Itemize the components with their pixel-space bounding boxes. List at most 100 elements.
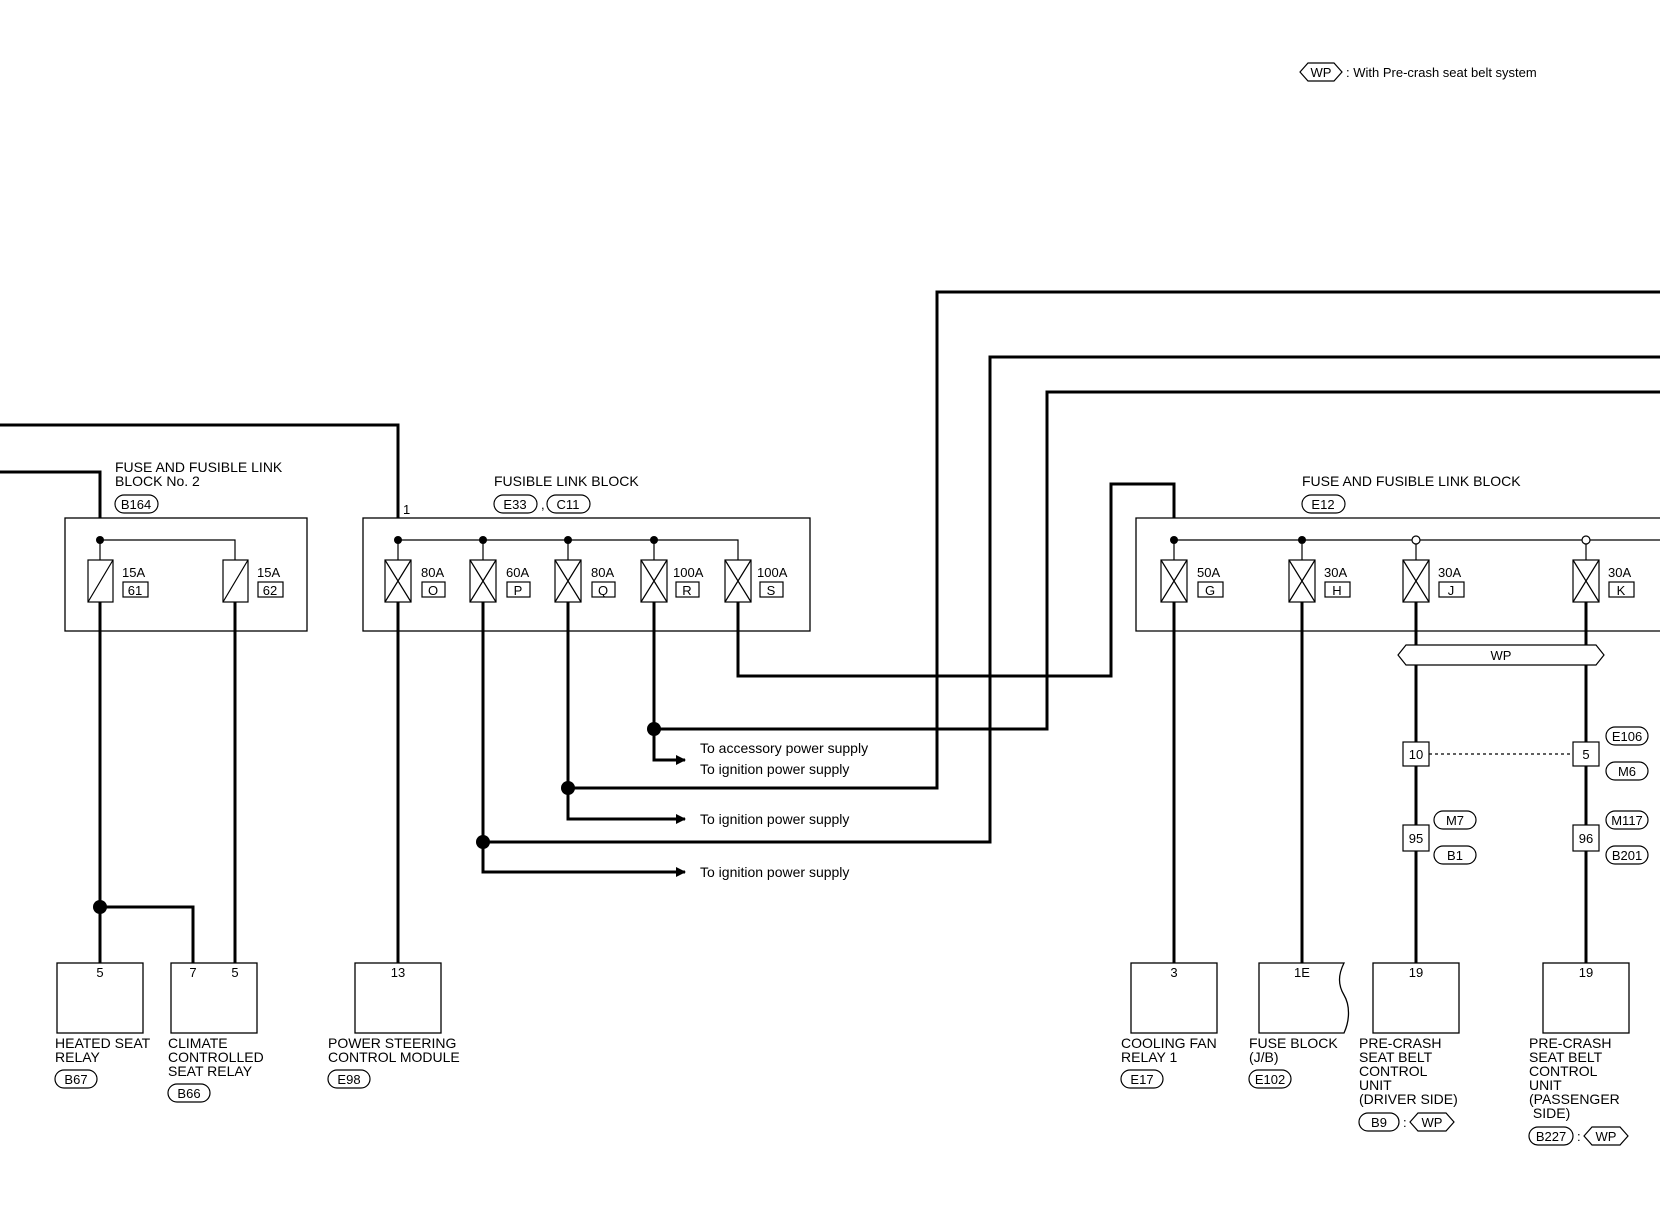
connector-code: B201: [1612, 848, 1642, 863]
connector-pin: 10: [1409, 747, 1423, 762]
connector-code: B66: [177, 1086, 200, 1101]
connector-code: E106: [1612, 729, 1642, 744]
fuse-amp: 100A: [757, 565, 788, 580]
fuse-amp: 30A: [1324, 565, 1347, 580]
fuse-amp: 80A: [591, 565, 614, 580]
connector-code: E12: [1311, 497, 1334, 512]
block-title-line2: BLOCK No. 2: [115, 473, 200, 489]
component-label: (DRIVER SIDE): [1359, 1091, 1458, 1107]
connector-pin-box: [1572, 824, 1600, 852]
fuse-link-block-no2: FUSE AND FUSIBLE LINK BLOCK No. 2 B164 1…: [64, 459, 308, 632]
fuse-letter: Q: [598, 583, 608, 598]
connector-tag: [1358, 1112, 1400, 1132]
component-label: SEAT RELAY: [168, 1063, 253, 1079]
pin-number: 3: [1170, 965, 1177, 980]
fuse-number: 62: [263, 583, 277, 598]
block-title-line1: FUSE AND FUSIBLE LINK: [115, 459, 283, 475]
fuse-amp: 15A: [122, 565, 145, 580]
connector-tag: [1605, 761, 1649, 781]
connector-tag: [54, 1069, 98, 1089]
fuse-letter-box: [675, 581, 700, 598]
component-label: PRE-CRASH: [1359, 1035, 1441, 1051]
connector-tag: [1528, 1126, 1574, 1146]
component-label: (J/B): [1249, 1049, 1279, 1065]
connector-code: C11: [557, 497, 580, 512]
fuse-amp: 60A: [506, 565, 529, 580]
wp-tag-code: WP: [1596, 1129, 1617, 1144]
component-heated-seat-relay: 5 HEATED SEAT RELAY B67: [54, 962, 151, 1089]
fusible-link-block: FUSIBLE LINK BLOCK E33 , C11 1 80A O 60A…: [362, 473, 811, 632]
connector-tag: [1433, 845, 1477, 865]
connector-pin: 5: [1582, 747, 1589, 762]
component-label: FUSE BLOCK: [1249, 1035, 1338, 1051]
pin-number: 7: [189, 965, 196, 980]
component-power-steering-control-module: 13 POWER STEERING CONTROL MODULE E98: [327, 962, 460, 1089]
connector-pin: 95: [1409, 831, 1423, 846]
component-label: CONTROLLED: [168, 1049, 264, 1065]
connector-code: B227: [1536, 1129, 1566, 1144]
tag-separator: :: [1577, 1129, 1581, 1144]
component-label: SEAT BELT: [1529, 1049, 1603, 1065]
connector-pin-box: [1572, 741, 1600, 767]
connector-code: B164: [121, 497, 151, 512]
connector-tag: [327, 1069, 371, 1089]
fuse-letter-box: [506, 581, 531, 598]
feed-wires: [0, 290, 1660, 844]
fuse-letter: J: [1448, 583, 1455, 598]
fuse-letter-box: [421, 581, 446, 598]
wp-bar-label: WP: [1491, 648, 1512, 663]
connector-tag: [1605, 845, 1649, 865]
connector-code: M117: [1611, 813, 1643, 828]
component-cooling-fan-relay-1: 3 COOLING FAN RELAY 1 E17: [1120, 962, 1218, 1089]
component-label: CONTROL: [1529, 1063, 1598, 1079]
component-label: RELAY: [55, 1049, 101, 1065]
connector-pin-box: [1402, 824, 1430, 852]
wp-tag: [1299, 62, 1343, 82]
connector-code: B67: [64, 1072, 87, 1087]
connector-tag: [167, 1083, 211, 1103]
block-title: FUSIBLE LINK BLOCK: [494, 473, 639, 489]
ignition-supply-label: To ignition power supply: [700, 761, 849, 777]
connector-code: M7: [1446, 813, 1464, 828]
connector-separator: ,: [541, 497, 545, 512]
wp-tag-code: WP: [1311, 65, 1332, 80]
fuse-letter-box: [759, 581, 784, 598]
wp-bar: WP: [1397, 644, 1605, 666]
connector-code: E98: [337, 1072, 360, 1087]
fuse-amp: 80A: [421, 565, 444, 580]
component-label: CONTROL: [1359, 1063, 1428, 1079]
block-no2-output-wires: [93, 602, 237, 963]
component-label: UNIT: [1359, 1077, 1392, 1093]
fusible-link-output-wires: [396, 602, 740, 963]
fuse-letter: H: [1332, 583, 1341, 598]
pin-number: 13: [391, 965, 405, 980]
connector-code: E102: [1255, 1072, 1285, 1087]
fuse-letter: O: [428, 583, 438, 598]
fuse-number-box: [122, 581, 149, 598]
component-label: CONTROL MODULE: [328, 1049, 460, 1065]
connector-pin-box: [1402, 741, 1430, 767]
fuse-letter-box: [1438, 581, 1465, 598]
component-label: COOLING FAN: [1121, 1035, 1217, 1051]
component-label: CLIMATE: [168, 1035, 228, 1051]
fuse-letter-box: [1197, 581, 1224, 598]
wp-tag-code: WP: [1422, 1115, 1443, 1130]
fuse-amp: 15A: [257, 565, 280, 580]
component-label: UNIT: [1529, 1077, 1562, 1093]
legend: WP : With Pre-crash seat belt system: [1299, 62, 1537, 82]
connector-tag: [1605, 726, 1649, 746]
component-pre-crash-driver: 19 PRE-CRASH SEAT BELT CONTROL UNIT (DRI…: [1358, 962, 1460, 1132]
connector-code: E33: [503, 497, 526, 512]
pin-number: 19: [1409, 965, 1423, 980]
fuse-number: 61: [128, 583, 142, 598]
fuse-amp: 30A: [1608, 565, 1631, 580]
connector-tag: [1301, 494, 1346, 514]
fuse-letter: G: [1205, 583, 1215, 598]
ignition-supply-label: To ignition power supply: [700, 811, 849, 827]
fuse-letter: P: [514, 583, 523, 598]
terminal-number: 1: [403, 502, 410, 517]
wp-tag: [1409, 1112, 1455, 1132]
ignition-supply-label: To ignition power supply: [700, 864, 849, 880]
fuse-number-box: [257, 581, 284, 598]
